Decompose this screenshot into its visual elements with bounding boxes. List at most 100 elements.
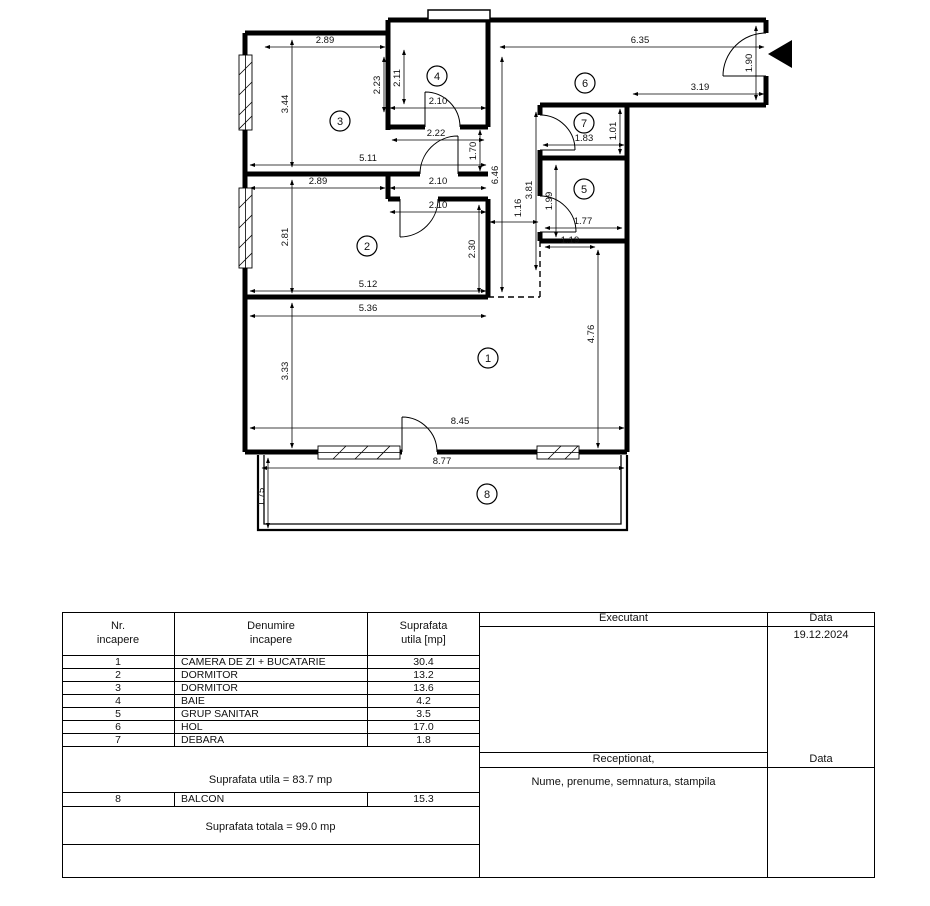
receptionat-header: Receptionat, bbox=[480, 753, 768, 768]
dim-label: 2.89 bbox=[309, 176, 328, 187]
cell-room-name: CAMERA DE ZI + BUCATARIE bbox=[175, 656, 368, 669]
cell-room-nr: 5 bbox=[62, 708, 175, 721]
floor-plan-drawing: 2.89 2.23 2.11 6.35 3.44 2.10 3.19 1.90 … bbox=[238, 9, 792, 532]
cell-room-name: BALCON bbox=[175, 793, 368, 807]
dim-label: 2.10 bbox=[429, 176, 448, 187]
room-badge-1: 1 bbox=[477, 347, 499, 369]
dim-label: 1.70 bbox=[468, 142, 479, 161]
cell-room-area: 1.8 bbox=[368, 734, 480, 747]
room-number: 6 bbox=[582, 78, 588, 90]
room-badge-2: 2 bbox=[356, 235, 378, 257]
dim-label: 6.35 bbox=[631, 35, 650, 46]
door-room5 bbox=[539, 195, 577, 233]
cell-room-nr: 2 bbox=[62, 669, 175, 682]
dim-label: 5.12 bbox=[359, 279, 378, 290]
dim-label: 6.46 bbox=[490, 166, 501, 185]
dim-label: 1.99 bbox=[544, 192, 555, 211]
exterior-and-interior-walls bbox=[242, 17, 769, 455]
dim-label: 3.81 bbox=[524, 181, 535, 200]
executant-header: Executant bbox=[480, 612, 768, 627]
balcony-inner-rail bbox=[263, 455, 622, 525]
room-number: 2 bbox=[364, 241, 370, 253]
room-number: 3 bbox=[337, 116, 343, 128]
table-outer-border bbox=[62, 612, 875, 878]
table-header-area: Suprafata utila [mp] bbox=[368, 612, 480, 656]
room-number: 7 bbox=[581, 118, 587, 130]
dim-label: 2.81 bbox=[280, 228, 291, 247]
right-empty-area bbox=[768, 768, 874, 878]
window-room3 bbox=[238, 54, 253, 131]
window-room2 bbox=[238, 187, 253, 269]
dim-label: 1.77 bbox=[574, 216, 593, 227]
cell-room-nr: 1 bbox=[62, 656, 175, 669]
dim-label: 1.01 bbox=[608, 122, 619, 141]
cell-room-area: 30.4 bbox=[368, 656, 480, 669]
windows bbox=[238, 54, 580, 460]
dimension-lines bbox=[249, 25, 765, 529]
door-room3 bbox=[419, 135, 459, 175]
cell-room-name: GRUP SANITAR bbox=[175, 708, 368, 721]
cell-room-area: 13.2 bbox=[368, 669, 480, 682]
dim-label: 5.36 bbox=[359, 303, 378, 314]
window-room1-right bbox=[536, 445, 580, 460]
entrance-arrow-icon bbox=[768, 40, 792, 68]
cell-room-name: HOL bbox=[175, 721, 368, 734]
dim-label: 5.11 bbox=[359, 153, 377, 164]
cell-room-area: 17.0 bbox=[368, 721, 480, 734]
left-empty-area bbox=[62, 845, 480, 878]
walls bbox=[242, 9, 769, 455]
cell-room-name: DEBARA bbox=[175, 734, 368, 747]
dim-label: 8.45 bbox=[451, 416, 470, 427]
dim-label: 3.44 bbox=[280, 95, 291, 114]
dim-label: 2.89 bbox=[316, 35, 335, 46]
signature-hint: Nume, prenume, semnatura, stampila bbox=[480, 768, 768, 878]
dim-label: 3.33 bbox=[280, 362, 291, 381]
window-room1-left bbox=[317, 445, 401, 460]
subtotal-utila: Suprafata utila = 83.7 mp bbox=[62, 747, 480, 793]
balcony-outer-rail bbox=[256, 455, 629, 532]
room-badge-3: 3 bbox=[329, 110, 351, 132]
cell-room-nr: 4 bbox=[62, 695, 175, 708]
dim-label: 8.77 bbox=[433, 456, 452, 467]
cell-room-name: DORMITOR bbox=[175, 669, 368, 682]
dim-label: 1.16 bbox=[513, 199, 524, 218]
dim-label: 2.23 bbox=[372, 76, 383, 95]
total-area: Suprafata totala = 99.0 mp bbox=[62, 807, 480, 845]
dim-label: 2.22 bbox=[427, 128, 446, 139]
dimension-labels: 2.89 2.23 2.11 6.35 3.44 2.10 3.19 1.90 … bbox=[256, 35, 755, 506]
cell-room-area: 3.5 bbox=[368, 708, 480, 721]
room-number: 5 bbox=[581, 184, 587, 196]
shaft-notch bbox=[427, 9, 491, 21]
dim-label: 1.19 bbox=[561, 235, 580, 246]
dim-label: 2.11 bbox=[392, 69, 403, 87]
cell-room-nr: 8 bbox=[62, 793, 175, 807]
room-badge-8: 8 bbox=[476, 483, 498, 505]
dim-label: 4.76 bbox=[586, 325, 597, 344]
cell-room-name: DORMITOR bbox=[175, 682, 368, 695]
cell-room-nr: 7 bbox=[62, 734, 175, 747]
room-badge-5: 5 bbox=[573, 178, 595, 200]
room-number: 8 bbox=[484, 489, 490, 501]
cell-room-area: 4.2 bbox=[368, 695, 480, 708]
dim-label: 2.10 bbox=[429, 96, 448, 107]
dim-label: 1.90 bbox=[744, 54, 755, 73]
data-header: Data bbox=[768, 612, 874, 627]
dim-label: 2.10 bbox=[429, 200, 448, 211]
dim-label: 3.19 bbox=[691, 82, 710, 93]
dim-label: 1.83 bbox=[575, 133, 594, 144]
open-passage-dashed-line bbox=[488, 241, 541, 298]
door-room2 bbox=[399, 198, 439, 238]
balcony-outline bbox=[256, 455, 629, 532]
room-badge-7: 7 bbox=[573, 112, 595, 134]
room-badges: 1 2 3 4 5 6 7 8 bbox=[329, 65, 596, 505]
cell-room-area: 13.6 bbox=[368, 682, 480, 695]
room-badge-4: 4 bbox=[426, 65, 448, 87]
dim-label: 2.30 bbox=[467, 240, 478, 259]
room-number: 4 bbox=[434, 71, 440, 83]
cell-room-nr: 6 bbox=[62, 721, 175, 734]
data-header-2: Data bbox=[768, 753, 874, 768]
table-header-nr: Nr. incapere bbox=[62, 612, 175, 656]
door-balcony bbox=[401, 416, 438, 453]
room-badge-6: 6 bbox=[574, 72, 596, 94]
